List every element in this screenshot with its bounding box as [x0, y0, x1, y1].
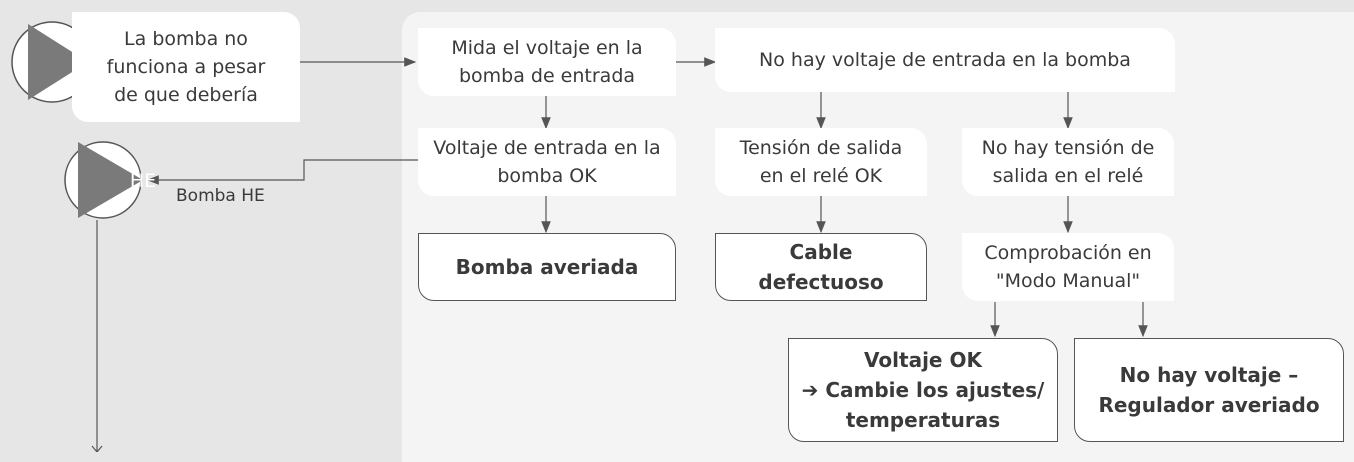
start-box: La bomba no funciona a pesar de que debe… — [72, 12, 300, 122]
bomba-he-label: Bomba HE — [176, 186, 265, 206]
he-pump-icon — [64, 141, 143, 219]
node-relay-output-ok: Tensión de salida en el relé OK — [715, 128, 927, 196]
node-no-input-voltage: No hay voltaje de entrada en la bomba — [715, 28, 1175, 92]
node-voltage-ok-change: Voltaje OK ➔ Cambie los ajustes/ tempera… — [788, 338, 1058, 442]
node-cable-defective: Cable defectuoso — [715, 233, 927, 301]
node-measure: Mida el voltaje en la bomba de entrada — [418, 28, 676, 96]
node-pump-faulty: Bomba averiada — [418, 233, 676, 301]
node-input-ok: Voltaje de entrada en la bomba OK — [418, 128, 676, 196]
node-no-relay-output: No hay tensión de salida en el relé — [962, 128, 1174, 196]
he-icon-label: HE — [129, 170, 157, 192]
arrow-inputok-he — [146, 159, 418, 185]
node-manual-check: Comprobación en "Modo Manual" — [962, 233, 1174, 301]
node-no-voltage-regulator: No hay voltaje – Regulador averiado — [1074, 338, 1344, 442]
